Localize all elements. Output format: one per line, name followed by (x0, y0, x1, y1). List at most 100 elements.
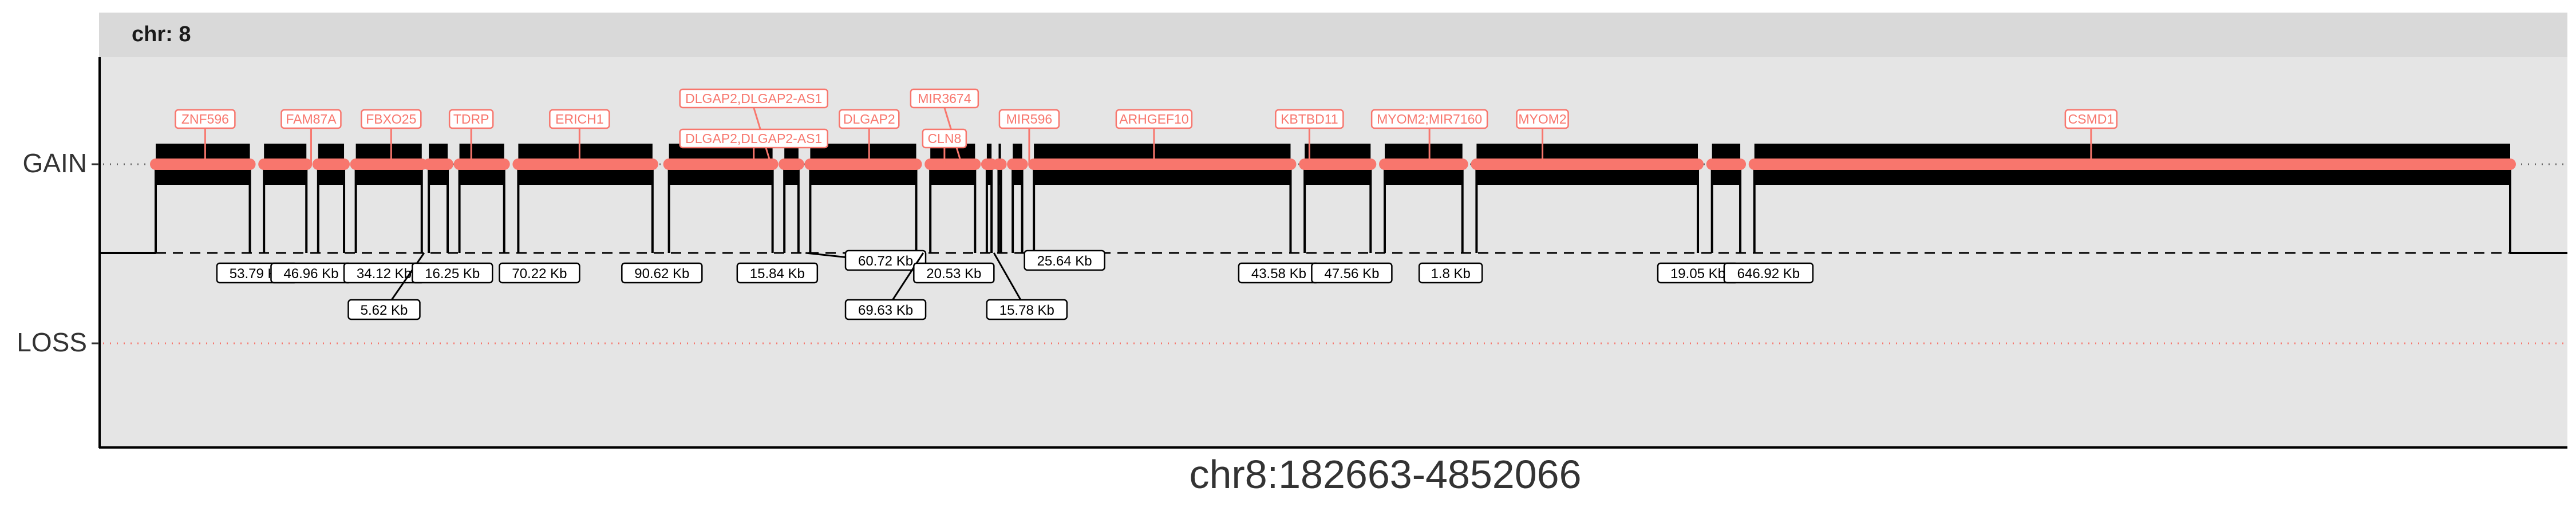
gene-label-text: TDRP (453, 112, 489, 126)
gap-label-text: 70.22 Kb (512, 266, 567, 282)
gene-label: KBTBD11 (1275, 109, 1344, 164)
gap-size-label: 16.25 Kb (411, 262, 493, 284)
gene-label-text: MYOM2 (1518, 112, 1566, 126)
gene-label-box (175, 109, 236, 129)
gene-label-text: DLGAP2,DLGAP2-AS1 (685, 91, 822, 106)
gain-segment (993, 144, 1007, 253)
gap-size-label: 69.63 Kb (844, 252, 927, 320)
gain-segment (804, 144, 922, 253)
y-tick-label-gain: GAIN (23, 148, 87, 178)
gene-label-box (1275, 109, 1344, 129)
gene-label-text: CLN8 (927, 131, 961, 146)
gene-label-text: MIR3674 (918, 91, 971, 106)
gene-label-box (922, 128, 967, 149)
gain-segment (981, 144, 998, 253)
gain-segment (1471, 144, 1704, 253)
gap-size-label: 20.53 Kb (913, 262, 995, 284)
gain-segment (1299, 144, 1377, 253)
gain-segment (453, 144, 510, 253)
gap-size-label: 25.64 Kb (1024, 249, 1105, 271)
gap-label-text: 1.8 Kb (1431, 266, 1470, 282)
gene-label: CLN8 (922, 128, 967, 164)
gap-label-box (736, 262, 819, 284)
gene-label: FBXO25 (361, 109, 422, 164)
gene-label-box (1115, 109, 1193, 129)
gene-label: ERICH1 (549, 109, 610, 164)
gain-segment (1007, 144, 1028, 253)
y-tick-label-loss: LOSS (17, 327, 87, 357)
gap-label-text: 90.62 Kb (634, 266, 689, 282)
gap-label-text: 25.64 Kb (1037, 253, 1092, 269)
gene-label: DLGAP2,DLGAP2-AS1 (679, 88, 828, 165)
gap-label-box (1311, 262, 1393, 284)
gap-label-box (1723, 262, 1814, 284)
gap-label-box (1024, 249, 1105, 271)
gap-label-text: 16.25 Kb (425, 266, 480, 282)
gene-label-box (549, 109, 610, 129)
gap-label-text: 47.56 Kb (1324, 266, 1379, 282)
gap-size-label: 1.8 Kb (1418, 262, 1483, 284)
segments (150, 144, 2516, 253)
gain-segment (779, 144, 804, 253)
gap-label-text: 60.72 Kb (858, 253, 913, 269)
gene-label-box (1516, 109, 1569, 129)
gene-label-text: FBXO25 (366, 112, 416, 126)
gap-label-text: 15.78 Kb (999, 303, 1054, 318)
gene-label: FAM87A (280, 109, 342, 164)
gap-label-text: 19.05 Kb (1670, 266, 1725, 282)
gap-label-box (844, 249, 927, 271)
gene-label-text: ERICH1 (555, 112, 603, 126)
gene-label: ARHGEF10 (1115, 109, 1193, 164)
gene-label-text: ZNF596 (181, 112, 229, 126)
gene-label: MIR596 (998, 109, 1060, 164)
gap-label-text: 69.63 Kb (858, 303, 913, 318)
gene-label-box (998, 109, 1060, 129)
gene-label: DLGAP2,DLGAP2-AS1 (679, 128, 828, 164)
gain-segment (350, 144, 428, 253)
gene-label-text: CSMD1 (2068, 112, 2115, 126)
gene-label-text: KBTBD11 (1281, 112, 1338, 126)
gene-label: ZNF596 (175, 109, 236, 164)
gain-segment (1378, 144, 1468, 253)
gap-label-text: 5.62 Kb (361, 303, 408, 318)
gene-label: TDRP (448, 109, 494, 164)
gene-label-box (679, 88, 828, 109)
gap-size-label: 60.72 Kb (805, 249, 927, 271)
gene-label-text: ARHGEF10 (1119, 112, 1188, 126)
gain-segment (150, 144, 256, 253)
gene-label-box (910, 88, 979, 109)
gap-size-label: 43.58 Kb (1238, 262, 1320, 284)
gene-label-text: FAM87A (286, 112, 337, 126)
facet-strip (99, 13, 2567, 57)
gene-label-box (280, 109, 342, 129)
gene-label-box (2064, 109, 2118, 129)
gain-segment (512, 144, 658, 253)
gap-size-label: 15.78 Kb (986, 252, 1068, 320)
gap-label-text: 15.84 Kb (750, 266, 805, 282)
gene-label: MYOM2 (1516, 109, 1569, 164)
gap-label-text: 43.58 Kb (1251, 266, 1306, 282)
gene-label-text: MYOM2;MIR7160 (1377, 112, 1482, 126)
gap-size-label: 47.56 Kb (1311, 262, 1393, 284)
gene-label-text: DLGAP2,DLGAP2-AS1 (685, 131, 822, 146)
gap-label-box (347, 299, 421, 320)
gain-segment (1748, 144, 2516, 253)
gap-label-box (844, 299, 927, 320)
gain-segment (312, 144, 350, 253)
gap-label-text: 646.92 Kb (1737, 266, 1800, 282)
gain-segment (924, 144, 981, 253)
gap-label-text: 20.53 Kb (926, 266, 981, 282)
x-axis-title: chr8:182663-4852066 (1189, 452, 1581, 497)
gap-label-box (621, 262, 703, 284)
gap-size-label: 70.22 Kb (499, 262, 580, 284)
gap-label-box (499, 262, 580, 284)
gene-label-box (838, 109, 900, 129)
gene-label: DLGAP2 (838, 109, 900, 164)
facet-label: chr: 8 (132, 22, 191, 46)
gene-label: MYOM2;MIR7160 (1370, 109, 1488, 164)
gene-label: CSMD1 (2064, 109, 2118, 164)
gain-segment (258, 144, 313, 253)
gap-label-text: 46.96 Kb (283, 266, 338, 282)
